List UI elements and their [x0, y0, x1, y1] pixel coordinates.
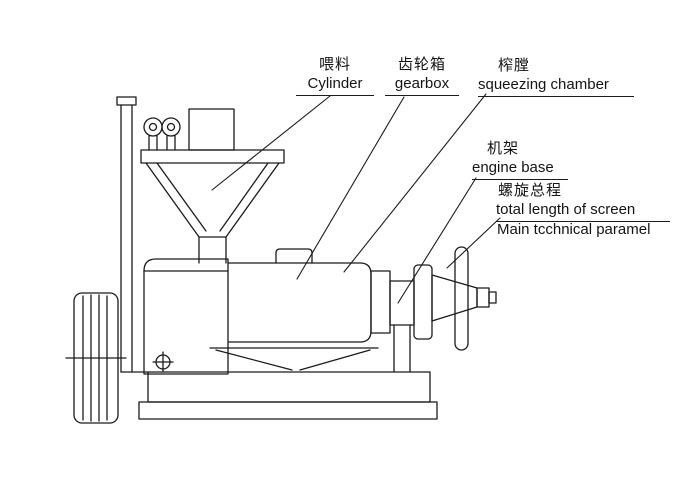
label-gearbox-zh: 齿轮箱 [397, 56, 446, 73]
label-technical-note-en: Main tcchnical paramel [497, 221, 651, 238]
label-feed-zh: 喂料 [318, 56, 351, 73]
leader-feed [211, 95, 331, 191]
label-gearbox-en: gearbox [394, 75, 450, 92]
base-plate [138, 401, 438, 420]
shaft-crosshair [152, 351, 174, 373]
adjusting-flange [413, 264, 433, 340]
label-technical-note: Main tcchnical paramel [497, 220, 699, 239]
label-feed-en: Cylinder [307, 75, 363, 92]
feed-bolts [143, 117, 181, 151]
leader-gearbox [296, 96, 405, 280]
press-cylinder [227, 248, 372, 343]
label-engine-base-en: engine base [472, 159, 554, 176]
outlet-section [370, 264, 433, 373]
label-screw-length: 螺旋总程 total length of screen [496, 181, 670, 222]
discharge-cone [431, 274, 497, 322]
label-gearbox: 齿轮箱 gearbox [385, 55, 459, 96]
label-squeezing-chamber: 榨膛 squeezing chamber [478, 56, 634, 97]
frame-post [116, 96, 137, 373]
belt-pulley [65, 292, 127, 424]
label-engine-base-zh: 机架 [487, 140, 520, 157]
base-platform [147, 371, 431, 403]
label-screw-length-en: total length of screen [496, 201, 636, 218]
label-engine-base: 机架 engine base [472, 139, 568, 180]
gearbox-block [188, 108, 235, 151]
leader-screw [446, 217, 501, 269]
handle-bar [454, 246, 469, 351]
leader-lines [211, 93, 501, 304]
hopper-rim [140, 149, 285, 164]
label-squeezing-chamber-en: squeezing chamber [478, 76, 609, 93]
gear-housing [143, 258, 229, 375]
label-screw-length-zh: 螺旋总程 [498, 182, 563, 199]
leader-chamber [343, 93, 487, 273]
label-squeezing-chamber-zh: 榨膛 [498, 57, 531, 74]
hopper-funnel [145, 162, 280, 264]
label-feed: 喂料 Cylinder [296, 55, 374, 96]
machine-base [120, 371, 438, 420]
cylinder-cap [275, 248, 313, 264]
leader-engine-base [397, 177, 477, 304]
under-brace [209, 347, 379, 371]
